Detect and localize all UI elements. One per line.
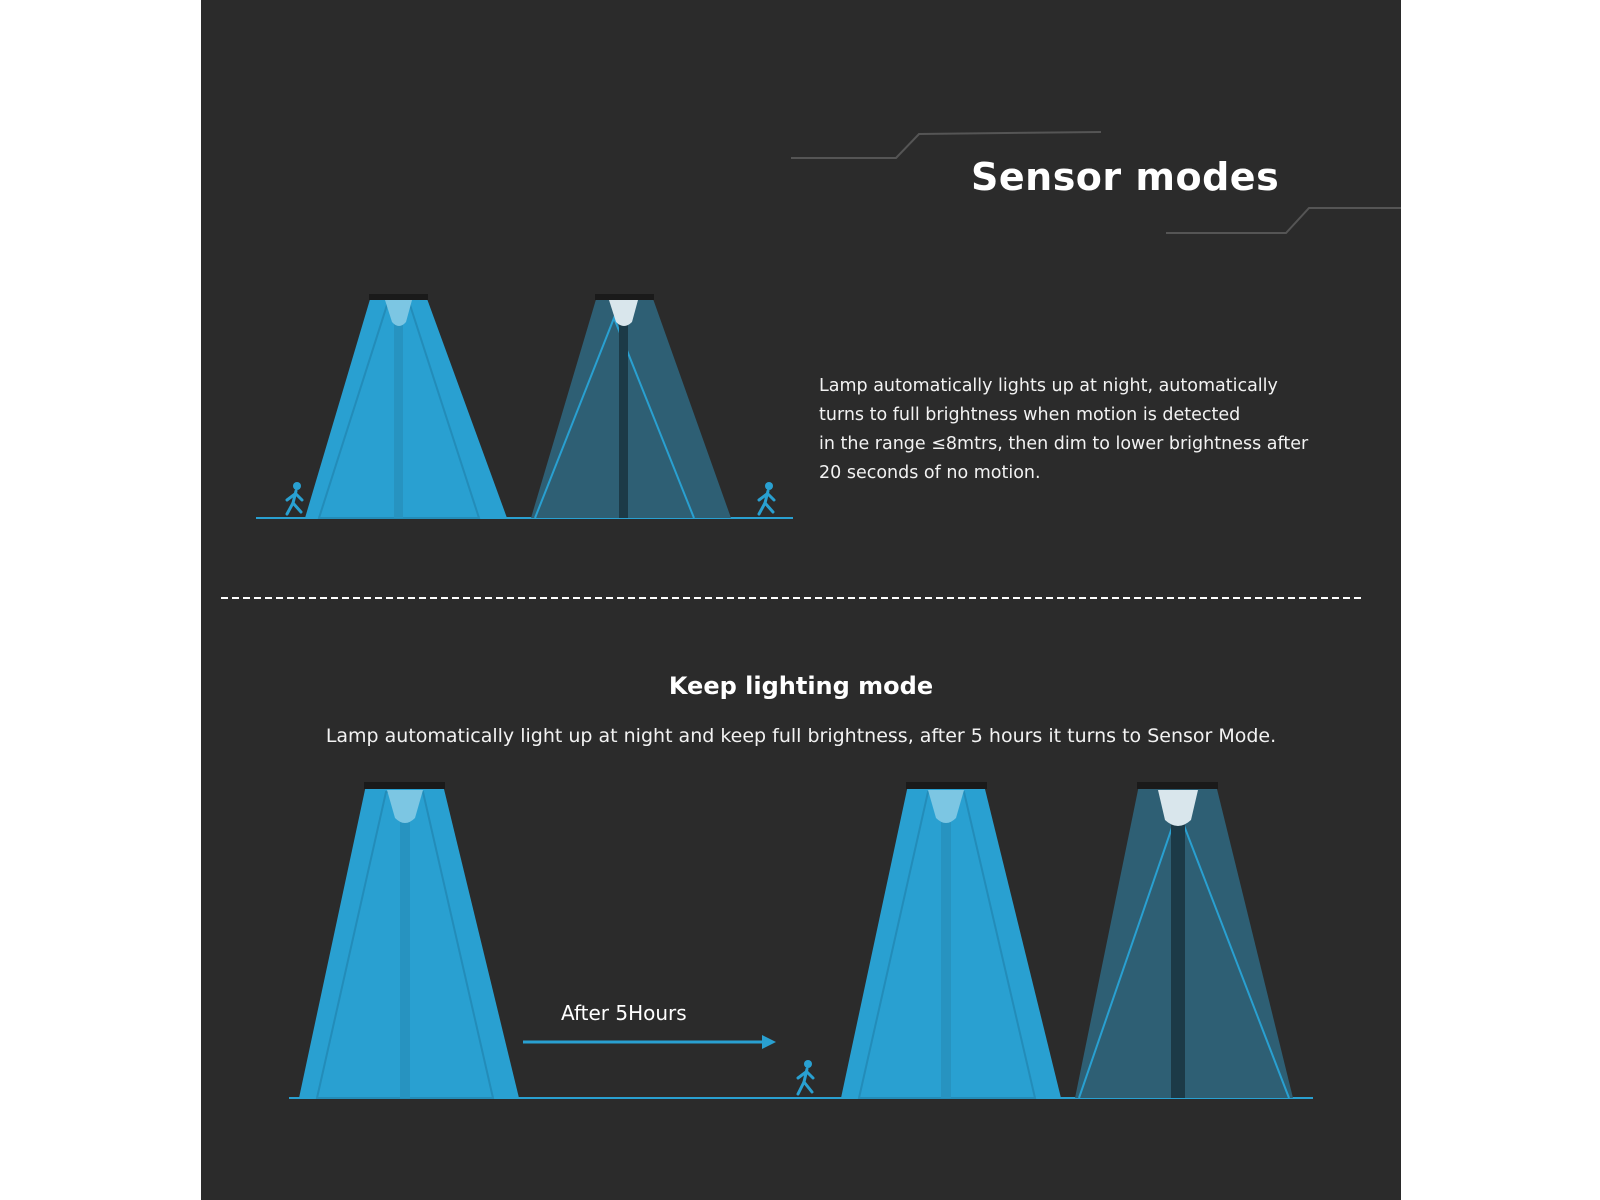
lamp-dim-beam <box>1075 782 1293 1099</box>
running-person-icon <box>285 482 304 516</box>
arrow-label: After 5Hours <box>561 1001 687 1025</box>
decorative-circuit-lines <box>791 131 1401 234</box>
description-line: in the range ≤8mtrs, then dim to lower b… <box>819 434 1309 454</box>
sensor-modes-panel: Sensor modes Lamp automatically lights u… <box>201 0 1401 1200</box>
description-line: Lamp automatically lights up at night, a… <box>819 376 1278 396</box>
lamp-bright-beam <box>305 294 507 519</box>
running-person-icon <box>757 482 776 516</box>
running-person-icon <box>796 1060 815 1096</box>
keep-lighting-description: Lamp automatically light up at night and… <box>325 725 1277 747</box>
page-title: Sensor modes <box>971 155 1280 199</box>
lamp-head-icon <box>1158 790 1198 826</box>
keep-lighting-title: Keep lighting mode <box>668 672 934 700</box>
illustration-layer <box>221 131 1401 1099</box>
right-arrow-icon <box>523 1035 776 1049</box>
lamp-bright-beam <box>841 782 1061 1099</box>
lamp-dim-beam <box>531 294 731 519</box>
description-line: turns to full brightness when motion is … <box>819 405 1241 425</box>
lamp-bright-beam <box>299 782 519 1099</box>
description-line: 20 seconds of no motion. <box>819 463 1041 483</box>
lamp-head-icon <box>385 300 412 326</box>
lamp-head-icon <box>387 790 423 823</box>
lamp-head-icon <box>609 300 638 326</box>
lamp-head-icon <box>928 790 964 823</box>
sensor-mode-description: Lamp automatically lights up at night, a… <box>819 372 1339 488</box>
